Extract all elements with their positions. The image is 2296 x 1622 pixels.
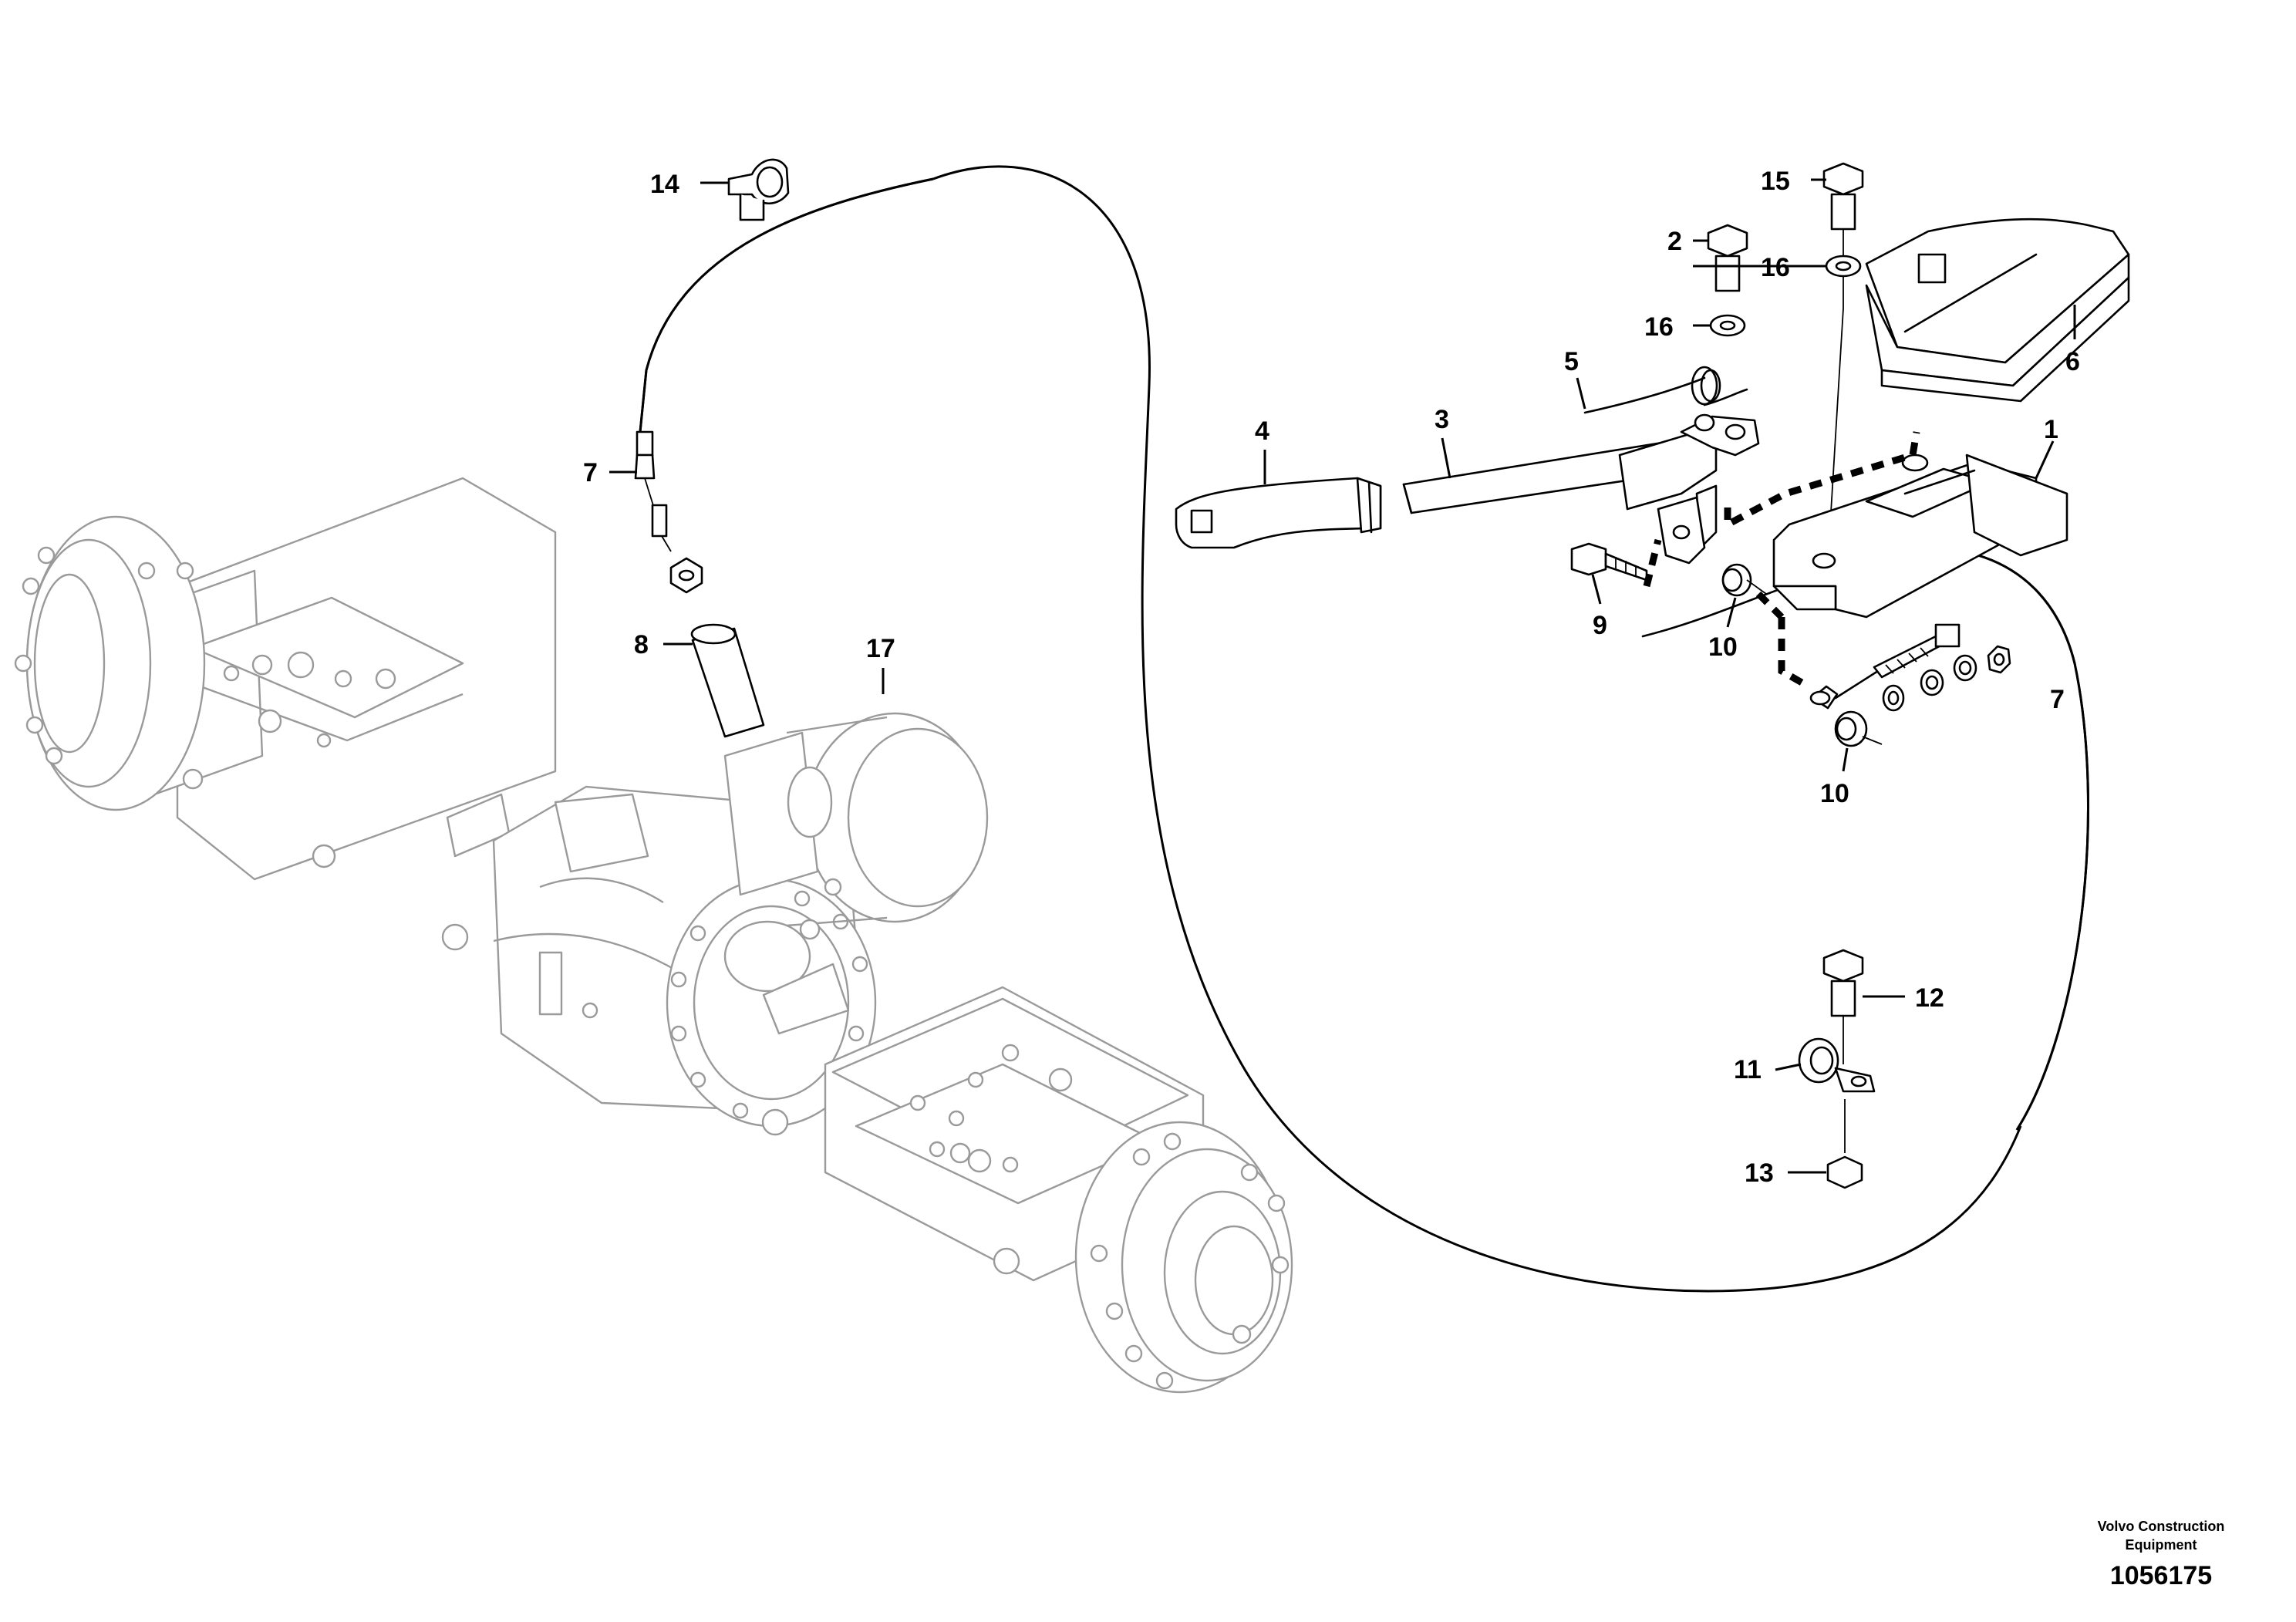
callout-4: 4 <box>1255 416 1269 446</box>
clamp-14 <box>727 158 790 221</box>
callout-8: 8 <box>634 630 649 659</box>
spring-5 <box>1583 366 1748 414</box>
nut-13 <box>1826 1099 1863 1189</box>
callout-10-lower: 10 <box>1820 779 1849 808</box>
leader-lines <box>609 178 2076 1174</box>
callout-16-upper: 16 <box>1761 253 1790 282</box>
grip-4 <box>1175 477 1382 549</box>
document-footer: Volvo Construction Equipment 1056175 <box>2080 1517 2242 1593</box>
callout-12: 12 <box>1915 983 1944 1013</box>
callouts: 1 2 3 4 5 6 7 7 8 9 10 10 11 12 13 14 15… <box>583 167 2080 1188</box>
callout-14: 14 <box>650 170 679 199</box>
callout-9: 9 <box>1593 611 1607 640</box>
washer-16-upper <box>1825 255 1862 278</box>
bolt-15 <box>1822 162 1864 564</box>
nut-10-lower <box>1834 710 1883 747</box>
callout-5: 5 <box>1564 347 1579 376</box>
bolt-12 <box>1822 949 1864 1064</box>
callout-10-upper: 10 <box>1708 632 1738 662</box>
washer-16-lower <box>1709 314 1746 337</box>
callout-16-lower: 16 <box>1644 312 1674 342</box>
boot-6 <box>1865 218 2130 403</box>
bracket-1 <box>1772 454 2068 619</box>
company-name: Volvo Construction Equipment <box>2097 1519 2225 1553</box>
callout-2: 2 <box>1667 227 1682 256</box>
nut-left <box>669 557 703 594</box>
callout-3: 3 <box>1435 405 1449 434</box>
bolt-2 <box>1707 224 1748 292</box>
callout-17: 17 <box>866 634 895 663</box>
document-number: 1056175 <box>2109 1561 2213 1590</box>
callout-7-left: 7 <box>583 458 598 487</box>
callout-11: 11 <box>1734 1055 1762 1084</box>
callout-6: 6 <box>2065 347 2080 376</box>
lever-3 <box>1402 413 1760 565</box>
cable-end-left <box>634 430 672 552</box>
assembly-dashed-lines <box>1643 431 1920 690</box>
axle-assembly <box>14 477 1293 1394</box>
callout-15: 15 <box>1761 167 1790 196</box>
washer-10-upper <box>1721 563 1767 597</box>
bolt-9 <box>1570 542 1648 582</box>
callout-13: 13 <box>1745 1158 1774 1188</box>
sleeve-8 <box>690 623 765 738</box>
callout-1: 1 <box>2044 415 2058 444</box>
cable-end-right <box>1809 623 2011 712</box>
clamp-11 <box>1798 1037 1876 1093</box>
callout-7-right: 7 <box>2050 685 2065 714</box>
